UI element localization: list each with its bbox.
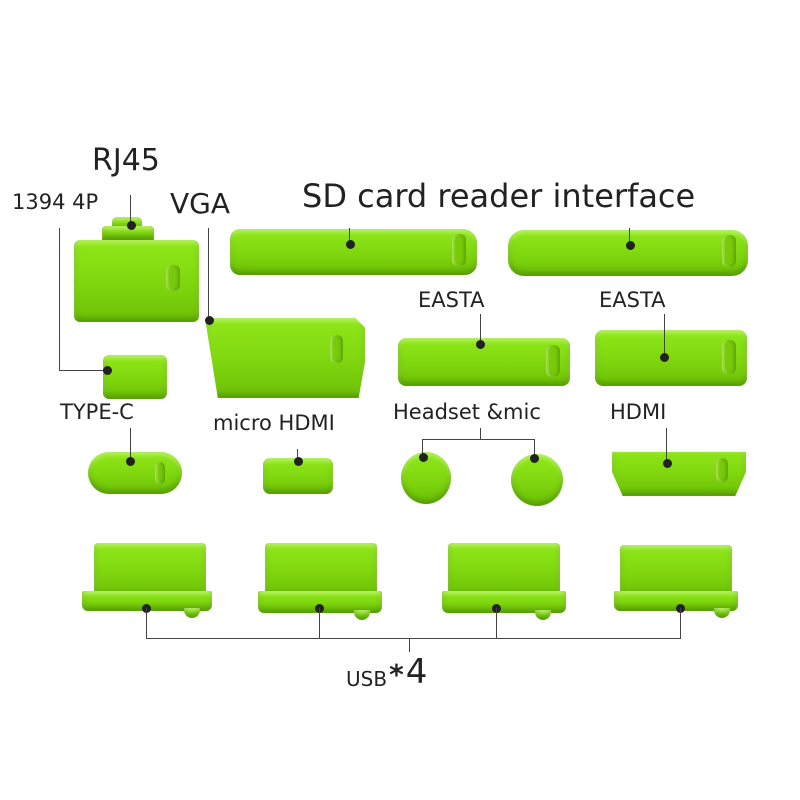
leader-line-micro-hdmi (297, 449, 298, 461)
marker-dot-hdmi (662, 458, 672, 468)
label-type-c: TYPE-C (60, 400, 134, 424)
leader-line-usb-1 (146, 608, 147, 638)
leader-line-usb-3 (496, 608, 497, 638)
marker-dot-mic (529, 453, 539, 463)
leader-line-rj45 (130, 195, 131, 225)
hdmi-plug-tab (716, 458, 728, 482)
mic-plug (511, 454, 563, 506)
leader-line-type-c (130, 428, 131, 460)
type-c-plug-tab (155, 462, 165, 484)
label-vga: VGA (170, 187, 231, 220)
usb-text: USB (346, 667, 388, 691)
sd-card-plug-1-tab (452, 234, 466, 266)
usb-count: 4 (405, 652, 428, 692)
esata-plug-1-tab (546, 345, 560, 377)
leader-line-sd-1 (349, 228, 350, 244)
vga-plug-tab (330, 335, 343, 363)
leader-line-usb-2 (319, 608, 320, 638)
leader-line-1394-h (59, 370, 107, 371)
leader-line-sd-2 (629, 228, 630, 244)
marker-dot-sd-1 (345, 239, 355, 249)
marker-dot-type-c (125, 456, 135, 466)
1394-4p-plug (103, 355, 167, 399)
leader-line-hdmi (666, 428, 667, 462)
marker-dot-headset (418, 452, 428, 462)
label-esata-1: EASTA (418, 288, 485, 312)
label-1394-4p: 1394 4P (12, 190, 99, 214)
leader-line-usb-stem (409, 638, 410, 652)
leader-line-usb-h (146, 638, 681, 639)
sd-card-plug-2-tab (722, 235, 736, 267)
usb-multiplier: * (389, 658, 404, 691)
leader-line-usb-4 (680, 608, 681, 638)
marker-dot-1394 (102, 365, 112, 375)
label-usb: USB*4 (346, 655, 427, 689)
type-c-plug (88, 452, 182, 494)
label-micro-hdmi: micro HDMI (213, 411, 335, 435)
marker-dot-sd-2 (625, 240, 635, 250)
marker-dot-rj45 (126, 220, 136, 230)
label-headset-mic: Headset &mic (393, 400, 541, 424)
leader-line-vga (208, 228, 209, 320)
leader-line-1394 (59, 228, 60, 370)
leader-line-headset-r (534, 439, 535, 457)
leader-line-headset-h (422, 439, 535, 440)
label-sd-card-reader: SD card reader interface (302, 177, 696, 215)
marker-dot-micro-hdmi (293, 456, 303, 466)
leader-line-esata-2 (664, 314, 665, 356)
sd-card-plug-1 (230, 229, 477, 275)
leader-line-headset-l (422, 439, 423, 457)
label-rj45: RJ45 (92, 143, 160, 178)
label-esata-2: EASTA (599, 288, 666, 312)
leader-line-esata-1 (480, 314, 481, 344)
marker-dot-esata-2 (659, 352, 669, 362)
leader-line-headset-stem (480, 428, 481, 440)
marker-dot-esata-1 (475, 339, 485, 349)
esata-plug-2 (595, 330, 747, 386)
label-hdmi: HDMI (610, 400, 667, 424)
marker-dot-vga (204, 315, 214, 325)
esata-plug-2-tab (722, 340, 736, 374)
sd-card-plug-2 (508, 230, 748, 276)
